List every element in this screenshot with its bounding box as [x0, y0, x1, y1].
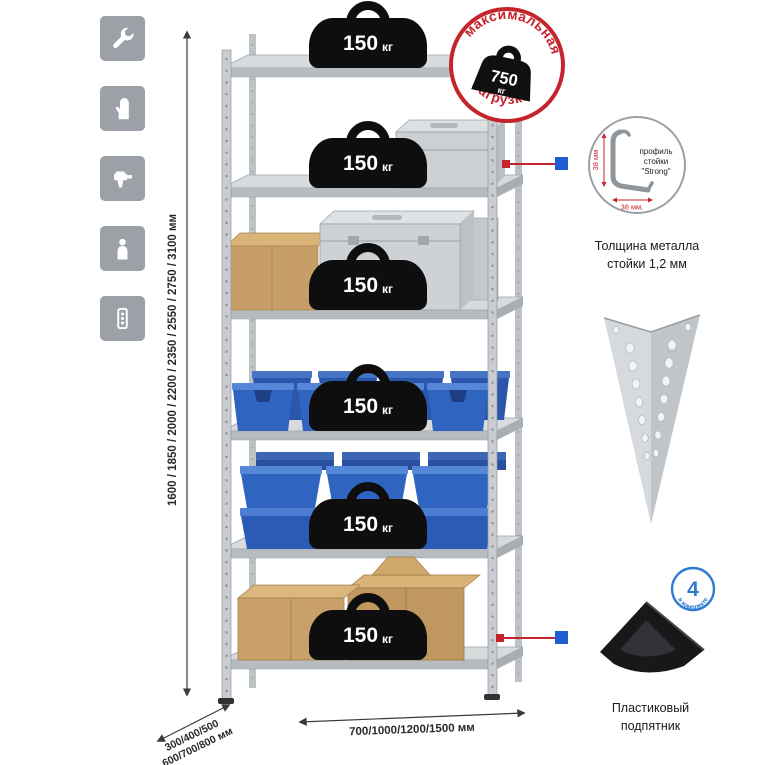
profile-label-2: стойки: [644, 157, 668, 166]
profile-section-drawing: 38 мм 38 мм. профиль стойки "Strong": [591, 129, 673, 212]
load-value: 150: [342, 151, 379, 175]
shelf-load-weight: 150 кг: [309, 499, 427, 549]
shelf-load-weight: 150 кг: [309, 18, 427, 68]
foot-caption-line2: подпятник: [620, 718, 681, 733]
load-value: 150: [342, 512, 379, 536]
drill-icon: [114, 171, 133, 188]
thickness-caption-line1: Толщина металла: [594, 239, 700, 253]
rack-foot: [218, 698, 234, 704]
max-load-stamp: максимальная нагрузка 750 кг: [449, 0, 571, 123]
rack-foot: [484, 694, 500, 700]
angle-post-render: [603, 314, 701, 524]
profile-label-3: "Strong": [641, 167, 670, 176]
shelf-load-weight: 150 кг: [309, 260, 427, 310]
plastic-foot-render: [600, 601, 705, 673]
stamp-weight-icon: [471, 45, 531, 102]
profile-dim-horizontal: 38 мм.: [621, 203, 644, 212]
person-icon: [117, 238, 128, 260]
foot-caption-line1: Пластиковый: [611, 701, 690, 715]
shelf-load-weight: 150 кг: [309, 138, 427, 188]
load-value: 150: [342, 623, 379, 647]
height-dimension-label: 1600 / 1850 / 2000 / 2200 / 2350 / 2550 …: [167, 214, 179, 506]
load-unit: кг: [382, 160, 394, 174]
cardboard-box: [225, 232, 333, 311]
stamp-unit: кг: [497, 85, 507, 96]
foot-caption: Пластиковый подпятник: [578, 700, 723, 735]
tool-icon-box: [100, 296, 145, 341]
load-value: 150: [342, 394, 379, 418]
profile-detail-callout: 38 мм 38 мм. профиль стойки "Strong": [588, 116, 686, 214]
load-unit: кг: [382, 521, 394, 535]
thickness-caption-line2: стойки 1,2 мм: [607, 256, 687, 271]
profile-callout-connector: [502, 157, 568, 170]
tool-icon-box: [100, 86, 145, 131]
tool-icon-box: [100, 226, 145, 271]
tool-icon-box: [100, 16, 145, 61]
load-unit: кг: [382, 40, 394, 54]
shelf-load-weight: 150 кг: [309, 381, 427, 431]
shelf-load-weight: 150 кг: [309, 610, 427, 660]
width-dimension-line: [298, 709, 526, 726]
profile-label-1: профиль: [639, 147, 672, 156]
load-value: 150: [342, 273, 379, 297]
load-unit: кг: [382, 632, 394, 646]
badge-number: 4: [687, 578, 699, 601]
thickness-caption: Толщина металла стойки 1,2 мм: [572, 238, 722, 273]
wrench-icon: [113, 27, 134, 49]
tool-icon-box: [100, 156, 145, 201]
kit-count-badge: 4 в комплекте: [670, 566, 716, 612]
rack-post-icon: [117, 307, 128, 330]
stamp-value: 750: [489, 67, 520, 90]
depth-dimension-line: [156, 704, 231, 742]
load-unit: кг: [382, 282, 394, 296]
rack-back-posts: [249, 30, 522, 688]
gloves-icon: [115, 98, 129, 120]
foot-callout-connector: [496, 631, 568, 644]
load-value: 150: [342, 31, 379, 55]
angle-profile-shape: [610, 129, 651, 193]
load-unit: кг: [382, 403, 394, 417]
profile-dim-vertical: 38 мм: [591, 150, 600, 171]
